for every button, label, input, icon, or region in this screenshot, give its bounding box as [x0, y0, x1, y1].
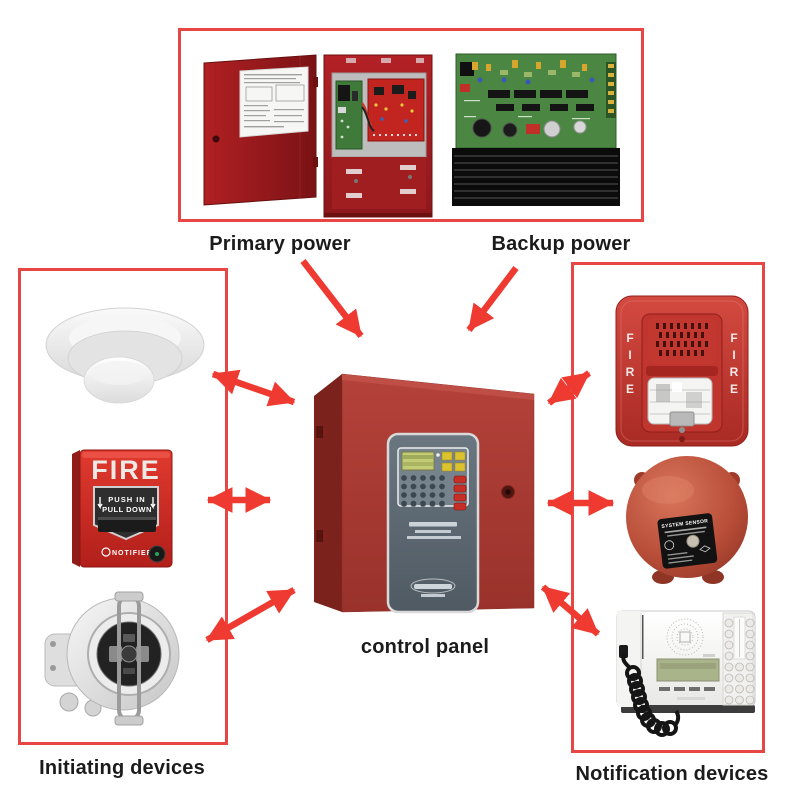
- alarm-buttons: [453, 475, 467, 511]
- lcd-display: [401, 451, 435, 471]
- backup-power-label: Backup power: [491, 233, 631, 255]
- pull-handle: [98, 517, 156, 532]
- notification-devices-label: Notification devices: [575, 763, 769, 785]
- smoke-detector-image: [45, 307, 205, 404]
- arrow-backup-power-to-panel: [466, 266, 519, 332]
- alarm-bell-image: SYSTEM SENSOR: [626, 456, 748, 584]
- phone-buttons: [724, 618, 755, 705]
- pull-down-text: PULL DOWN: [102, 505, 152, 514]
- power-group-box: [178, 28, 644, 222]
- fire-sign-text: FIRE: [91, 455, 161, 485]
- initiating-devices-label: Initiating devices: [39, 757, 205, 779]
- handset-cord: [621, 653, 681, 737]
- primary-power-label: Primary power: [209, 233, 351, 255]
- door-instruction-label: [239, 66, 309, 138]
- door-lock: [212, 135, 220, 143]
- control-panel-image: [314, 373, 535, 614]
- heat-detector-image: [44, 591, 180, 726]
- phone-softkeys: [659, 687, 715, 691]
- brand-emblem: [410, 578, 456, 594]
- pull-station-image: FIRE PUSH IN PULL DOWN NOTIFIER: [72, 449, 173, 568]
- bell-label: SYSTEM SENSOR: [657, 513, 718, 569]
- brand-logo-icon: [101, 547, 111, 557]
- backup-power-board-image: [452, 53, 620, 206]
- brand-text: NOTIFIER: [112, 550, 153, 557]
- phone-speaker: [666, 618, 704, 656]
- handset-hook: [619, 645, 628, 658]
- keypad: [400, 474, 446, 508]
- control-panel-label: control panel: [360, 636, 490, 658]
- capacitor: [472, 118, 492, 138]
- cabinet-side: [314, 374, 342, 612]
- primary-power-supply-image: [203, 54, 433, 218]
- fire-phone-image: [616, 610, 756, 737]
- phone-lcd: [656, 658, 720, 682]
- bell-brand-text: SYSTEM SENSOR: [661, 518, 708, 530]
- arrow-primary-power-to-panel: [300, 259, 364, 338]
- function-buttons: [441, 451, 466, 472]
- speaker-grille: [648, 318, 716, 364]
- push-in-text: PUSH IN: [108, 495, 145, 504]
